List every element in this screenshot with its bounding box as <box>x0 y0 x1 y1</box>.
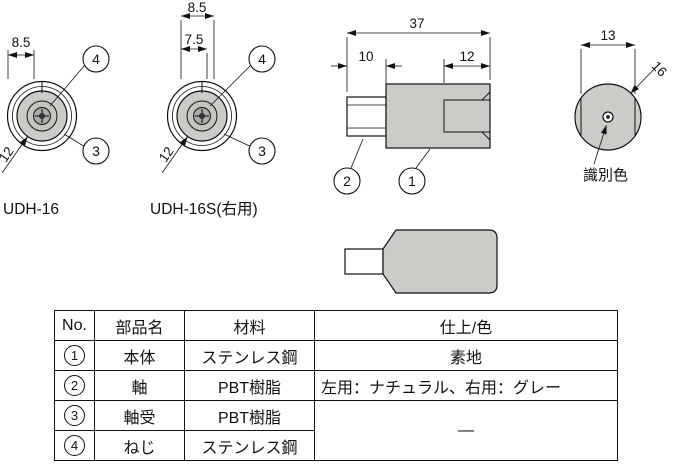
circled-number: 2 <box>64 375 85 396</box>
dim-37-label: 37 <box>409 16 424 31</box>
side-view: 37 10 12 2 1 <box>331 16 491 195</box>
profile-view <box>344 229 498 294</box>
header-no: No. <box>54 310 95 341</box>
callout-3-label: 3 <box>92 143 100 159</box>
dim-12-label: 12 <box>156 144 177 165</box>
table-header-row: No. 部品名 材料 仕上/色 <box>54 310 618 341</box>
parts-table-container: No. 部品名 材料 仕上/色 1 本体 ステンレス鋼 素地 2 軸 PBT樹脂… <box>54 310 618 461</box>
circled-number: 4 <box>64 435 85 456</box>
dim-8-5-top-lines <box>180 13 215 79</box>
cell-name: 軸受 <box>94 400 185 431</box>
cell-name: 軸 <box>94 370 185 401</box>
callout-3: 3 <box>63 133 110 165</box>
cell-no: 4 <box>54 430 95 461</box>
dim-16-lines <box>630 62 661 94</box>
callout-4-label: 4 <box>92 51 100 67</box>
cell-name: 本体 <box>94 340 185 371</box>
knob-face <box>6 80 78 152</box>
callout-2-label: 2 <box>343 173 351 189</box>
body-shape <box>385 83 491 149</box>
dim-10-lines <box>331 59 402 93</box>
identification-color-leader <box>593 124 607 165</box>
dim-10-label: 10 <box>358 49 373 64</box>
cell-no: 1 <box>54 340 95 371</box>
dim-8-5-label: 8.5 <box>12 35 31 50</box>
identification-color-dot <box>606 115 610 119</box>
dim-7-5-lines <box>181 46 208 79</box>
callout-1: 1 <box>398 148 431 195</box>
callout-3-label: 3 <box>258 143 266 159</box>
knob-face <box>166 80 238 152</box>
table-row: 2 軸 PBT樹脂 左用：ナチュラル、右用：グレー <box>54 370 618 401</box>
circled-number: 3 <box>64 405 85 426</box>
model-label-udh16: UDH-16 <box>3 201 59 218</box>
cell-material: PBT樹脂 <box>184 400 315 431</box>
front-view-udh16: 8.5 4 3 12 UDH-16 <box>0 35 110 218</box>
table-row: 1 本体 ステンレス鋼 素地 <box>54 340 618 371</box>
dim-12-label: 12 <box>459 49 474 64</box>
cell-name: ねじ <box>94 430 185 461</box>
body-shape <box>382 229 498 294</box>
dim-12-lines <box>1 136 29 174</box>
cell-material: ステンレス鋼 <box>184 430 315 461</box>
model-label-udh16s: UDH-16S(右用) <box>150 200 258 218</box>
header-finish: 仕上/色 <box>314 310 618 341</box>
cell-finish-merged: ― <box>314 400 618 461</box>
dim-8-5-top-label: 8.5 <box>188 0 207 15</box>
dim-13-label: 13 <box>600 28 615 43</box>
header-name: 部品名 <box>94 310 185 341</box>
header-material: 材料 <box>184 310 315 341</box>
dim-12-lines <box>161 136 189 174</box>
dim-12-lines <box>443 59 490 83</box>
callout-3: 3 <box>223 133 276 165</box>
dim-7-5-label: 7.5 <box>185 32 204 47</box>
cell-finish: 左用：ナチュラル、右用：グレー <box>314 370 618 401</box>
cell-no: 2 <box>54 370 95 401</box>
circled-number: 1 <box>64 345 85 366</box>
parts-table: No. 部品名 材料 仕上/色 1 本体 ステンレス鋼 素地 2 軸 PBT樹脂… <box>54 310 618 461</box>
cell-material: PBT樹脂 <box>184 370 315 401</box>
shaft-shape <box>344 248 384 275</box>
cell-finish: 素地 <box>314 340 618 371</box>
technical-drawing: 8.5 4 3 12 UDH-16 <box>0 0 670 294</box>
dim-8-5-lines <box>7 50 35 79</box>
table-row: 3 軸受 PBT樹脂 ― <box>54 400 618 461</box>
callout-1-label: 1 <box>408 173 416 189</box>
table-row: 4 ねじ ステンレス鋼 <box>54 430 618 461</box>
dim-16-label: 16 <box>649 58 670 79</box>
callout-4: 4 <box>209 45 276 107</box>
callout-2: 2 <box>333 138 364 195</box>
callout-4-label: 4 <box>258 51 266 67</box>
dim-37-lines <box>346 30 491 92</box>
callout-4: 4 <box>49 45 110 107</box>
dim-12-label: 12 <box>0 144 17 165</box>
shaft-shape <box>346 96 387 137</box>
end-view: 13 16 識別色 <box>574 28 670 184</box>
cell-no: 3 <box>54 400 95 431</box>
identification-color-label: 識別色 <box>583 167 628 184</box>
socket-lines <box>443 91 491 141</box>
cell-material: ステンレス鋼 <box>184 340 315 371</box>
front-view-udh16s: 8.5 7.5 4 3 12 UDH-16S(右用) <box>150 0 276 218</box>
